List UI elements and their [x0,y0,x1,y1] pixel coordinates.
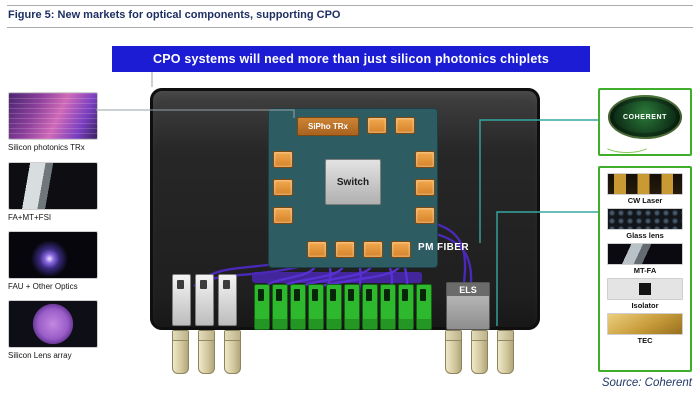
fiber-module [172,274,191,326]
component-item-glass-lens: Glass lens [607,208,683,240]
coherent-fiber-spool-box: COHERENT [598,88,692,156]
left-item-silicon-photonics-trx: Silicon photonics TRx [8,92,98,152]
fiber-spool-photo: COHERENT [608,95,682,139]
glass-lens-photo [607,208,683,230]
component-item-cw-laser: CW Laser [607,173,683,205]
coherent-brand-text: COHERENT [622,113,668,121]
component-item-mt-fa: MT-FA [607,243,683,275]
silicon-photonics-trx-photo [8,92,98,140]
right-ferrule-group [445,330,514,374]
mpo-connector [326,284,342,330]
optical-chiplet [415,207,435,224]
mt-fa-photo [607,243,683,265]
caption-divider [7,27,693,28]
fiber-ferrule [471,330,488,374]
optical-chiplet [363,241,383,258]
mpo-connector [308,284,324,330]
mpo-connector [344,284,360,330]
fiber-ferrule [224,330,241,374]
cw-laser-photo [607,173,683,195]
mpo-connector [416,284,432,330]
left-item-label: Silicon photonics TRx [8,143,85,152]
left-item-silicon-lens-array: Silicon Lens array [8,300,98,360]
component-label: Isolator [631,301,659,310]
top-divider [7,5,693,6]
mpo-connector [254,284,270,330]
silicon-lens-array-photo [8,300,98,348]
optical-chiplet [395,117,415,134]
isolator-photo [607,278,683,300]
els-label: ELS [447,283,489,296]
optical-chiplet [415,179,435,196]
figure-caption: Figure 5: New markets for optical compon… [8,9,341,21]
component-label: CW Laser [627,196,663,205]
fiber-ferrule [198,330,215,374]
fa-mt-fsi-photo [8,162,98,210]
left-item-fa-mt-fsi: FA+MT+FSI [8,162,98,222]
fiber-module [195,274,214,326]
tec-photo [607,313,683,335]
optical-chiplet [391,241,411,258]
fiber-ferrule [172,330,189,374]
left-item-label: FAU + Other Optics [8,282,78,291]
fiber-module-array [172,274,237,326]
optical-chiplet [307,241,327,258]
optical-chiplet [415,151,435,168]
mpo-connector-array [254,284,432,330]
cpo-switch-package: SiPho TRx Switch [150,88,540,330]
left-item-label: Silicon Lens array [8,351,72,360]
optical-chiplet [367,117,387,134]
source-attribution: Source: Coherent [601,377,692,389]
mpo-connector [380,284,396,330]
sipho-interposer-board: SiPho TRx Switch [268,108,438,268]
optical-chiplet [335,241,355,258]
sipho-trx-chiplet-label: SiPho TRx [297,117,359,136]
optical-chiplet [273,207,293,224]
mpo-connector [398,284,414,330]
mpo-connector [362,284,378,330]
component-stack-box: CW Laser Glass lens MT-FA Isolator TEC [598,166,692,372]
fiber-curl-graphic [603,135,651,153]
fiber-ferrule [497,330,514,374]
component-label: MT-FA [633,266,657,275]
headline-banner: CPO systems will need more than just sil… [112,46,590,72]
fau-other-optics-photo [8,231,98,279]
left-item-fau-other-optics: FAU + Other Optics [8,231,98,291]
mpo-connector [272,284,288,330]
fiber-ferrule [445,330,462,374]
left-item-label: FA+MT+FSI [8,213,52,222]
fiber-module [218,274,237,326]
component-item-isolator: Isolator [607,278,683,310]
mpo-connector [290,284,306,330]
optical-chiplet [273,179,293,196]
optical-chiplet [273,151,293,168]
component-label: Glass lens [626,231,664,240]
switch-asic: Switch [325,159,381,205]
els-module: ELS [446,282,490,330]
pm-fiber-label: PM FIBER [418,242,469,253]
component-item-tec: TEC [607,313,683,345]
component-label: TEC [637,336,653,345]
left-ferrule-group [172,330,241,374]
